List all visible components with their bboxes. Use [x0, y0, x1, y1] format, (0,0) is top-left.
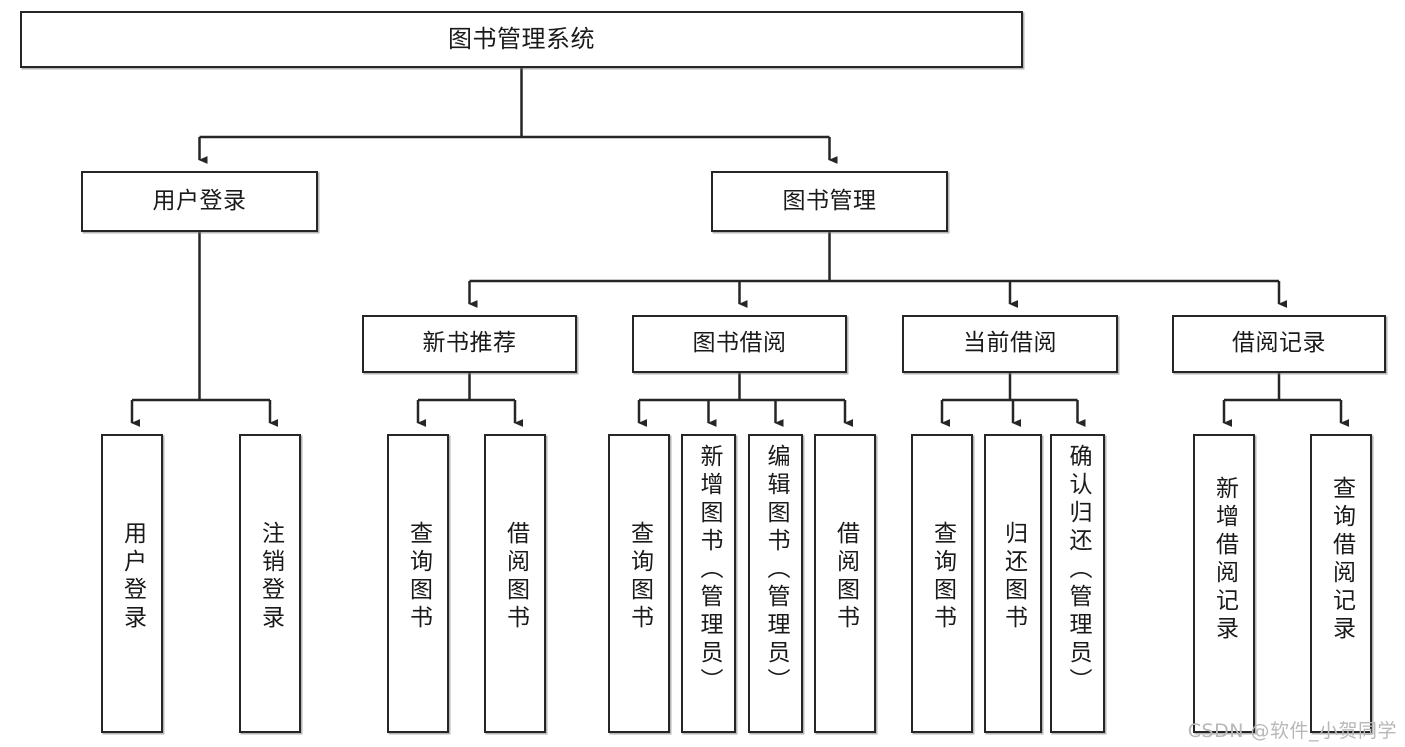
node-label: 新增借阅记录 [1211, 476, 1238, 644]
node-label: 借阅图书 [832, 521, 859, 633]
node-records[interactable]: 借阅记录 [1172, 315, 1386, 373]
node-leaf-query-record[interactable]: 查询借阅记录 [1310, 434, 1372, 733]
watermark-text: CSDN @软件_小贺同学 [1187, 720, 1397, 742]
node-borrow[interactable]: 图书借阅 [632, 315, 847, 373]
node-current[interactable]: 当前借阅 [902, 315, 1118, 373]
node-leaf-user-login[interactable]: 用户登录 [101, 434, 163, 733]
node-label: 查询图书 [929, 521, 956, 633]
node-label: 查询图书 [626, 521, 653, 633]
node-label: 图书管理 [782, 187, 877, 214]
node-label: 归还图书 [1000, 521, 1027, 633]
node-bookmgmt[interactable]: 图书管理 [711, 171, 948, 232]
node-leaf-confirm-return[interactable]: 确认归还（管理员） [1050, 434, 1105, 733]
node-label: 图书借阅 [692, 330, 787, 357]
node-newbook[interactable]: 新书推荐 [362, 315, 577, 373]
node-label: 注销登录 [257, 521, 284, 633]
node-leaf-return-book[interactable]: 归还图书 [984, 434, 1042, 733]
node-leaf-add-book[interactable]: 新增图书（管理员） [681, 434, 736, 733]
node-label: 新增图书（管理员） [696, 444, 722, 696]
node-leaf-borrow-book-1[interactable]: 借阅图书 [484, 434, 546, 733]
node-label: 图书管理系统 [448, 25, 595, 54]
node-label: 借阅图书 [502, 521, 529, 633]
node-leaf-borrow-book-2[interactable]: 借阅图书 [814, 434, 876, 733]
node-label: 新书推荐 [422, 330, 517, 357]
node-leaf-user-logout[interactable]: 注销登录 [239, 434, 301, 733]
node-leaf-edit-book[interactable]: 编辑图书（管理员） [748, 434, 803, 733]
node-label: 用户登录 [119, 521, 146, 633]
node-root[interactable]: 图书管理系统 [20, 11, 1023, 68]
node-label: 编辑图书（管理员） [763, 444, 789, 696]
node-label: 当前借阅 [963, 330, 1057, 357]
node-leaf-query-book-1[interactable]: 查询图书 [387, 434, 449, 733]
node-label: 查询借阅记录 [1328, 476, 1355, 644]
node-label: 查询图书 [405, 521, 432, 633]
node-label: 借阅记录 [1232, 330, 1326, 357]
node-leaf-query-book-2[interactable]: 查询图书 [608, 434, 670, 733]
node-leaf-query-book-3[interactable]: 查询图书 [911, 434, 973, 733]
node-login[interactable]: 用户登录 [81, 171, 318, 232]
node-leaf-add-record[interactable]: 新增借阅记录 [1193, 434, 1255, 733]
node-label: 确认归还（管理员） [1065, 444, 1091, 696]
node-label: 用户登录 [152, 187, 247, 214]
